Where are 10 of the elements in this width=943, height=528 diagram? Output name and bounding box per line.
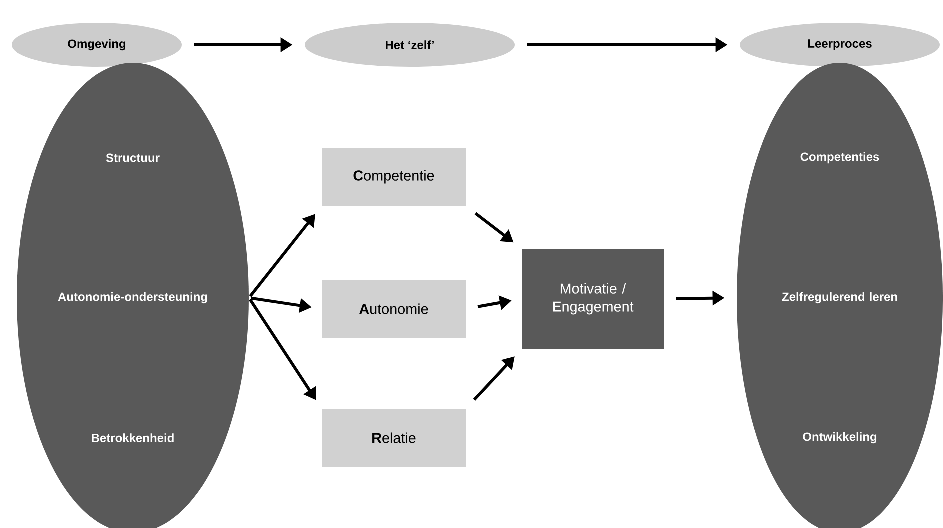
ellipse-label: Zelfregulerend leren bbox=[782, 292, 898, 304]
ellipse-label: Structuur bbox=[106, 154, 160, 162]
ellipse-label: Autonomie-ondersteuning bbox=[58, 292, 208, 304]
need-box: Competentie bbox=[322, 148, 466, 206]
ellipse-label: Betrokkenheid bbox=[92, 434, 174, 442]
need-box: Autonomie bbox=[322, 280, 466, 338]
result-box: Motivatie / Engagement bbox=[522, 249, 664, 349]
need-box: Relatie bbox=[322, 409, 466, 467]
ellipse-label: Competenties bbox=[800, 152, 880, 164]
ellipse-label: Ontwikkeling bbox=[803, 432, 877, 444]
